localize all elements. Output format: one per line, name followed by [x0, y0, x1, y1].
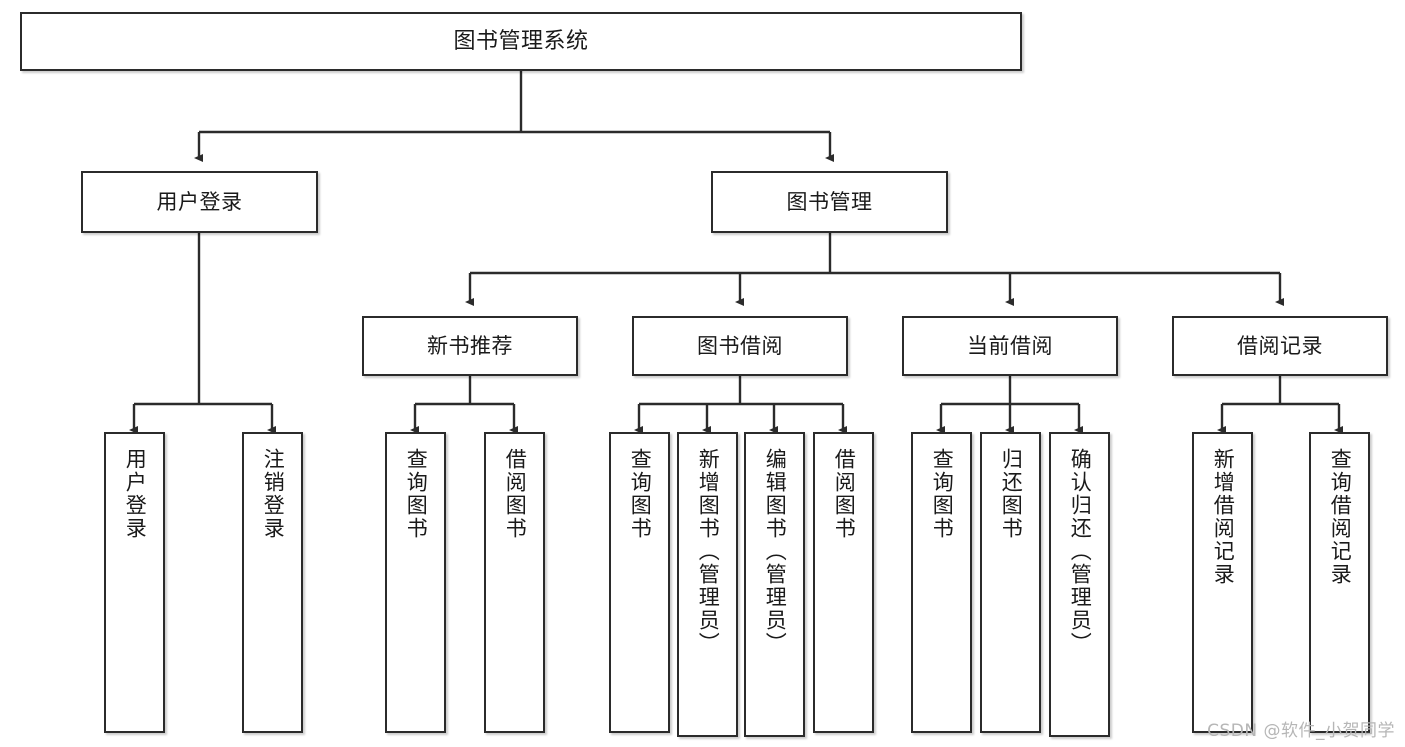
leaf-current-return-book-label: 归还图书 [999, 448, 1024, 540]
node-current-borrow[interactable]: 当前借阅 [902, 316, 1118, 376]
leaf-user-login-logout-label: 注销登录 [261, 448, 286, 540]
node-borrow-record[interactable]: 借阅记录 [1172, 316, 1388, 376]
leaf-borrow-borrow-book-label: 借阅图书 [832, 448, 857, 540]
leaf-current-confirm-return-label: 确认归还（管理员） [1068, 448, 1093, 655]
leaf-recommend-borrow-book-label: 借阅图书 [503, 448, 528, 540]
leaf-record-add-record-label: 新增借阅记录 [1211, 448, 1236, 586]
node-user-login-label: 用户登录 [156, 189, 243, 214]
leaf-recommend-borrow-book[interactable]: 借阅图书 [484, 432, 545, 733]
leaf-borrow-edit-book[interactable]: 编辑图书（管理员） [744, 432, 805, 737]
leaf-user-login-login-label: 用户登录 [123, 448, 148, 540]
leaf-user-login-login[interactable]: 用户登录 [104, 432, 165, 733]
node-new-book-recommend-label: 新书推荐 [427, 333, 513, 358]
node-book-borrow-label: 图书借阅 [697, 333, 783, 358]
leaf-current-query-book[interactable]: 查询图书 [911, 432, 972, 733]
leaf-record-query-record[interactable]: 查询借阅记录 [1309, 432, 1370, 733]
leaf-borrow-add-book-label: 新增图书（管理员） [696, 448, 721, 655]
node-book-management-label: 图书管理 [786, 189, 873, 214]
node-book-borrow[interactable]: 图书借阅 [632, 316, 848, 376]
leaf-record-query-record-label: 查询借阅记录 [1328, 448, 1353, 586]
watermark: CSDN @软件_小贺同学 [1207, 721, 1395, 741]
leaf-record-add-record[interactable]: 新增借阅记录 [1192, 432, 1253, 733]
node-root[interactable]: 图书管理系统 [20, 12, 1022, 71]
leaf-current-query-book-label: 查询图书 [930, 448, 955, 540]
leaf-user-login-logout[interactable]: 注销登录 [242, 432, 303, 733]
leaf-borrow-query-book-label: 查询图书 [628, 448, 653, 540]
leaf-borrow-borrow-book[interactable]: 借阅图书 [813, 432, 874, 733]
node-current-borrow-label: 当前借阅 [967, 333, 1053, 358]
leaf-recommend-query-book[interactable]: 查询图书 [385, 432, 446, 733]
node-user-login[interactable]: 用户登录 [81, 171, 318, 233]
leaf-borrow-query-book[interactable]: 查询图书 [609, 432, 670, 733]
leaf-borrow-add-book[interactable]: 新增图书（管理员） [677, 432, 738, 737]
leaf-current-return-book[interactable]: 归还图书 [980, 432, 1041, 733]
leaf-borrow-edit-book-label: 编辑图书（管理员） [763, 448, 788, 655]
node-borrow-record-label: 借阅记录 [1237, 333, 1323, 358]
node-root-label: 图书管理系统 [453, 28, 589, 54]
leaf-current-confirm-return[interactable]: 确认归还（管理员） [1049, 432, 1110, 737]
leaf-recommend-query-book-label: 查询图书 [404, 448, 429, 540]
node-new-book-recommend[interactable]: 新书推荐 [362, 316, 578, 376]
node-book-management[interactable]: 图书管理 [711, 171, 948, 233]
